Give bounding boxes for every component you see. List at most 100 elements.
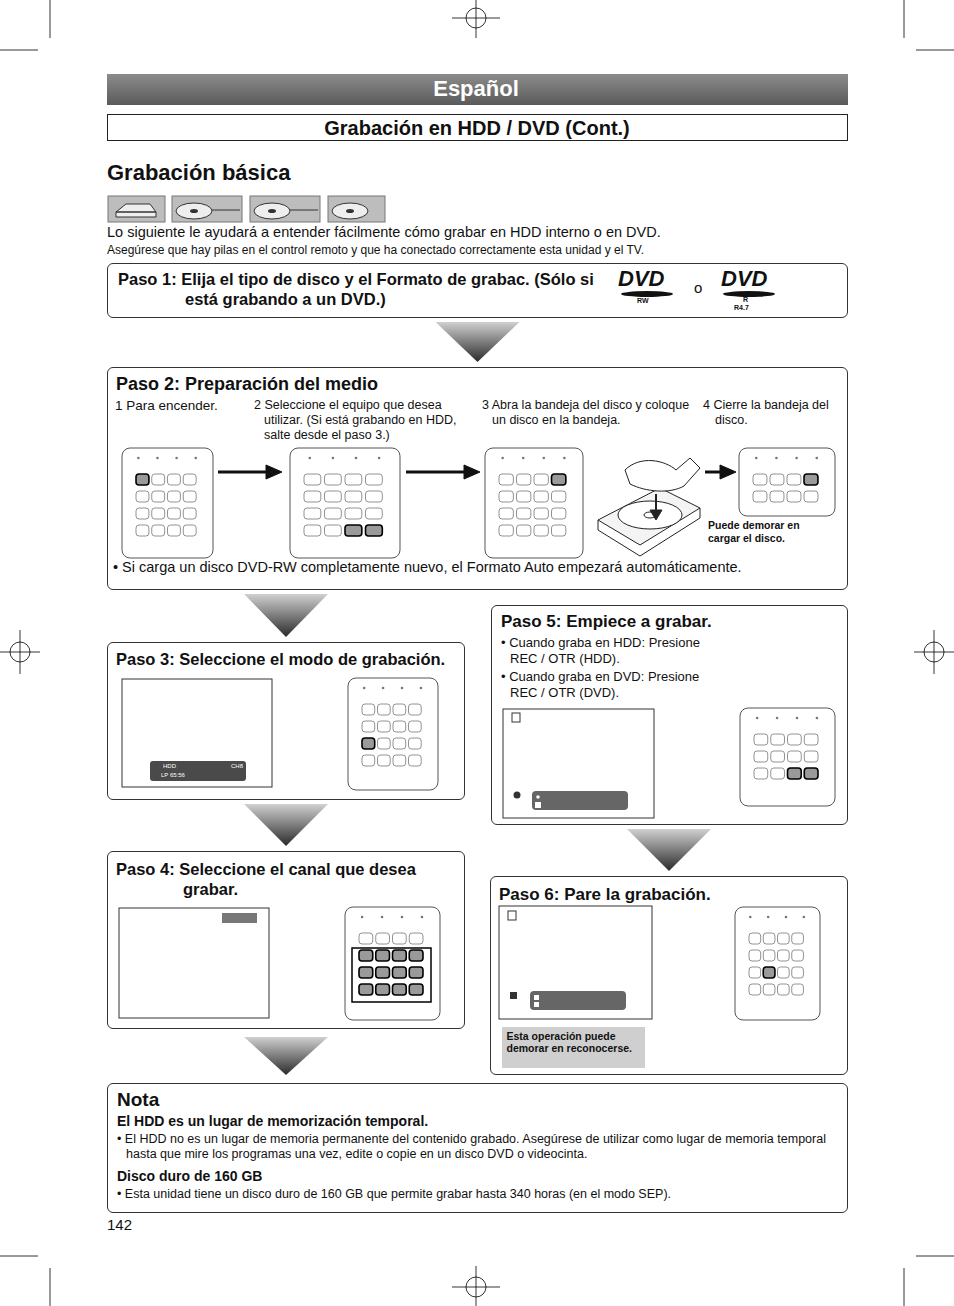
step-box: Paso 4: Seleccione el canal que desea gr… (107, 851, 465, 1029)
remote-part (753, 491, 767, 502)
remote-body (345, 907, 440, 1020)
highlight-frame (352, 948, 431, 1002)
box-text: • Esta unidad tiene un disco duro de 160… (117, 1187, 839, 1202)
logo-text: R4.7 (734, 304, 749, 312)
box-text: • El HDD no es un lugar de memoria perma… (117, 1132, 839, 1162)
remote-body (739, 448, 835, 516)
remote-part (788, 734, 802, 745)
remote-part (815, 457, 818, 460)
box-text: • Si carga un disco DVD-RW completamente… (113, 559, 841, 576)
box-heading: Español (107, 76, 845, 102)
remote-part (152, 525, 165, 536)
remote-part (393, 984, 407, 995)
remote-part (332, 457, 335, 460)
remote-part (517, 491, 531, 502)
box-text: El HDD es un lugar de memorización tempo… (117, 1113, 817, 1130)
remote-part (499, 491, 513, 502)
illustration-shape (720, 465, 736, 479)
remote-part (393, 933, 407, 944)
logo-text: DVD (721, 266, 767, 291)
remote-part (382, 687, 385, 690)
remote-part (754, 734, 768, 745)
illustration-shape (452, 18, 500, 19)
logo-text: RW (637, 297, 649, 305)
remote-part (787, 474, 801, 485)
illustration-shape (0, 50, 38, 51)
illustration-shape (723, 291, 775, 297)
page-number: 142 (107, 1216, 132, 1233)
remote-part (325, 491, 342, 502)
box-heading: Paso 6: Pare la grabación. (499, 885, 834, 905)
flow-arrow (627, 829, 711, 871)
remote-part (788, 751, 802, 762)
illustration-shape (534, 995, 539, 1000)
illustration-shape (598, 488, 700, 545)
remote-part (785, 916, 788, 919)
illustration-shape (508, 911, 516, 920)
remote-part (366, 525, 383, 536)
remote-part (175, 457, 178, 460)
remote-part (517, 508, 531, 519)
remote-part (776, 717, 779, 720)
remote-part (754, 768, 768, 779)
remote-part (763, 967, 775, 978)
remote-part (767, 916, 770, 919)
remote-part (378, 457, 381, 460)
illustration-shape (20, 630, 21, 674)
illustration-shape (618, 501, 682, 529)
remote-part (792, 967, 804, 978)
remote-part (771, 768, 785, 779)
illustration-shape (452, 1287, 500, 1288)
remote-part (501, 457, 504, 460)
remote-part (361, 916, 364, 919)
remote-part (778, 933, 790, 944)
remote-part (409, 721, 422, 732)
remote-part (409, 984, 423, 995)
illustration-shape (621, 291, 673, 297)
illustration-shape (904, 0, 905, 38)
remote-part (359, 950, 373, 961)
remote-part (359, 933, 373, 944)
step-box: Paso 2: Preparación del medio1 Para ence… (107, 367, 848, 590)
remote-part (366, 474, 383, 485)
remote-part (804, 734, 818, 745)
remote-part (787, 491, 801, 502)
remote-part (754, 751, 768, 762)
remote-part (421, 916, 424, 919)
remote-part (499, 508, 513, 519)
step-box: NotaEl HDD es un lugar de memorización t… (107, 1083, 848, 1213)
tv-screens (119, 679, 654, 1019)
intro-text: Lo siguiente le ayudará a entender fácil… (107, 224, 661, 241)
remote-part (534, 474, 548, 485)
remote-part (381, 916, 384, 919)
remote-part (552, 508, 566, 519)
illustration-shape (346, 209, 354, 213)
header-band: Grabación en HDD / DVD (Cont.) (107, 114, 848, 141)
illustration-shape (530, 991, 626, 1010)
remote-part (378, 721, 391, 732)
remote-part (756, 717, 759, 720)
remote-body (740, 708, 835, 806)
remote-part (420, 687, 423, 690)
illustration-shape (268, 209, 276, 213)
illustration-shape (108, 196, 165, 222)
remote-part (325, 508, 342, 519)
illustration-shape (212, 210, 240, 211)
illustration-shape (218, 471, 268, 474)
illustration-shape (50, 1268, 51, 1306)
remote-part (778, 984, 790, 995)
remote-part (393, 721, 406, 732)
remote-part (136, 491, 149, 502)
remote-part (543, 457, 546, 460)
remote-part (499, 474, 513, 485)
remote-part (517, 474, 531, 485)
remote-part (804, 751, 818, 762)
remote-body (122, 448, 213, 558)
box-heading: Nota (117, 1089, 317, 1112)
illustration-shape (116, 204, 156, 217)
remote-part (304, 508, 321, 519)
illustration-shape (122, 679, 272, 787)
box-text: Puede demorar en cargar el disco. (708, 519, 816, 544)
remote-part (376, 984, 390, 995)
box-text: • Cuando graba en HDD: Presione REC / OT… (501, 635, 706, 666)
